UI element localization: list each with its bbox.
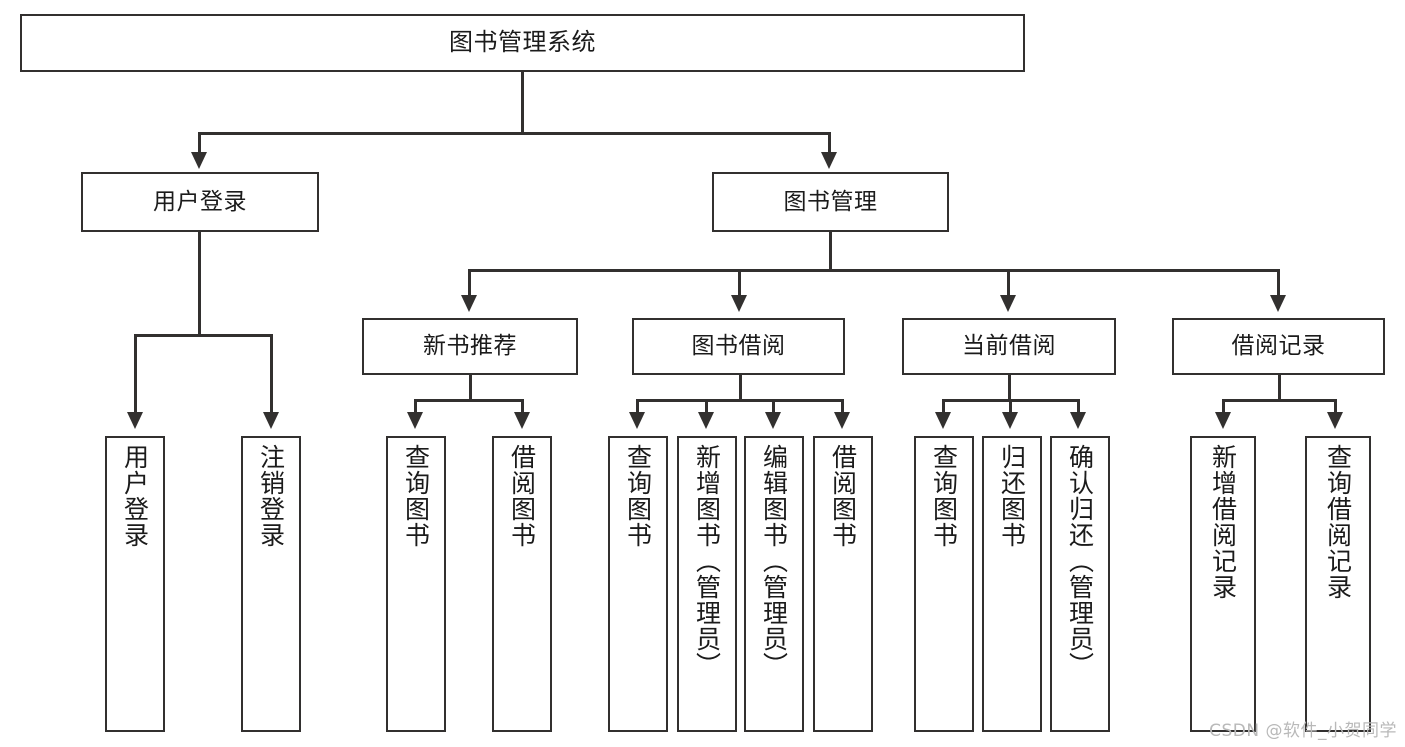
connector-book-borrow-branch-2 (705, 399, 708, 416)
node-label: 借阅图书 (828, 444, 858, 548)
arrowhead-user-login-leaf-2 (263, 412, 279, 429)
connector-book-borrow-bus (636, 399, 844, 402)
node-user-login[interactable]: 用户登录 (81, 172, 319, 232)
connector-borrow-record-branch-2 (1334, 399, 1337, 416)
arrowhead-book-borrow-leaf-3 (765, 412, 781, 429)
arrowhead-book-borrow (731, 295, 747, 312)
arrowhead-current-borrow-leaf-1 (935, 412, 951, 429)
connector-new-book-stem (469, 375, 472, 401)
arrowhead-current-borrow-leaf-3 (1070, 412, 1086, 429)
connector-current-borrow-branch-2 (1009, 399, 1012, 416)
node-label: 注销登录 (256, 444, 286, 548)
connector-book-manage-bus (468, 269, 1280, 272)
connector-book-manage-branch-1 (468, 269, 471, 299)
node-label: 新增图书（管理员） (692, 444, 722, 678)
connector-user-login-stem (198, 232, 201, 336)
node-current-borrow[interactable]: 当前借阅 (902, 318, 1116, 375)
connector-new-book-branch-1 (414, 399, 417, 416)
node-label: 图书管理系统 (449, 28, 596, 57)
leaf-book-borrow-query-book[interactable]: 查询图书 (608, 436, 668, 732)
arrowhead-current-borrow-leaf-2 (1002, 412, 1018, 429)
connector-root-to-user-login (198, 132, 201, 157)
leaf-current-borrow-return-book[interactable]: 归还图书 (982, 436, 1042, 732)
node-label: 当前借阅 (962, 333, 1056, 360)
leaf-user-login-logout[interactable]: 注销登录 (241, 436, 301, 732)
node-new-book-recommend[interactable]: 新书推荐 (362, 318, 578, 375)
node-label: 查询图书 (401, 444, 431, 548)
node-label: 查询图书 (623, 444, 653, 548)
leaf-borrow-record-query-record[interactable]: 查询借阅记录 (1305, 436, 1371, 732)
leaf-book-borrow-edit-book-admin[interactable]: 编辑图书（管理员） (744, 436, 804, 732)
leaf-book-borrow-add-book-admin[interactable]: 新增图书（管理员） (677, 436, 737, 732)
arrowhead-new-book-leaf-2 (514, 412, 530, 429)
arrowhead-borrow-record (1270, 295, 1286, 312)
connector-user-login-branch-2 (270, 334, 273, 416)
leaf-current-borrow-query-book[interactable]: 查询图书 (914, 436, 974, 732)
node-label: 用户登录 (153, 188, 247, 215)
connector-root-bus (198, 132, 831, 135)
connector-borrow-record-stem (1278, 375, 1281, 401)
arrowhead-user-login-leaf-1 (127, 412, 143, 429)
connector-current-borrow-stem (1008, 375, 1011, 401)
node-label: 归还图书 (997, 444, 1027, 548)
connector-root-stem (521, 72, 524, 134)
arrowhead-new-book-recommend (461, 295, 477, 312)
node-borrow-record[interactable]: 借阅记录 (1172, 318, 1385, 375)
node-label: 查询图书 (929, 444, 959, 548)
arrowhead-borrow-record-leaf-1 (1215, 412, 1231, 429)
node-label: 图书借阅 (691, 333, 786, 360)
arrowhead-current-borrow (1000, 295, 1016, 312)
arrowhead-borrow-record-leaf-2 (1327, 412, 1343, 429)
watermark-text: CSDN @软件_小贺同学 (1209, 721, 1397, 741)
connector-current-borrow-branch-3 (1077, 399, 1080, 416)
connector-borrow-record-bus (1222, 399, 1337, 402)
leaf-book-borrow-borrow-book[interactable]: 借阅图书 (813, 436, 873, 732)
connector-book-manage-branch-4 (1277, 269, 1280, 299)
leaf-user-login-login[interactable]: 用户登录 (105, 436, 165, 732)
leaf-new-book-borrow-book[interactable]: 借阅图书 (492, 436, 552, 732)
arrowhead-root-to-book-manage (821, 152, 837, 169)
arrowhead-book-borrow-leaf-4 (834, 412, 850, 429)
node-root-system[interactable]: 图书管理系统 (20, 14, 1025, 72)
connector-book-manage-branch-2 (738, 269, 741, 299)
connector-book-borrow-branch-4 (841, 399, 844, 416)
connector-current-borrow-branch-1 (942, 399, 945, 416)
connector-book-manage-branch-3 (1007, 269, 1010, 299)
node-label: 编辑图书（管理员） (759, 444, 789, 678)
leaf-current-borrow-confirm-return-admin[interactable]: 确认归还（管理员） (1050, 436, 1110, 732)
node-book-borrow[interactable]: 图书借阅 (632, 318, 845, 375)
connector-book-borrow-stem (739, 375, 742, 401)
connector-book-borrow-branch-1 (636, 399, 639, 416)
node-label: 用户登录 (120, 444, 150, 548)
node-label: 查询借阅记录 (1323, 444, 1353, 600)
node-label: 图书管理 (783, 188, 878, 215)
connector-new-book-bus (414, 399, 524, 402)
node-book-management[interactable]: 图书管理 (712, 172, 949, 232)
arrowhead-book-borrow-leaf-1 (629, 412, 645, 429)
node-label: 新增借阅记录 (1208, 444, 1238, 600)
node-label: 新书推荐 (423, 333, 517, 360)
node-label: 借阅记录 (1231, 333, 1326, 360)
arrowhead-root-to-user-login (191, 152, 207, 169)
arrowhead-book-borrow-leaf-2 (698, 412, 714, 429)
node-label: 确认归还（管理员） (1065, 444, 1095, 678)
connector-user-login-branch-1 (134, 334, 137, 416)
arrowhead-new-book-leaf-1 (407, 412, 423, 429)
connector-borrow-record-branch-1 (1222, 399, 1225, 416)
leaf-borrow-record-add-record[interactable]: 新增借阅记录 (1190, 436, 1256, 732)
node-label: 借阅图书 (507, 444, 537, 548)
connector-new-book-branch-2 (521, 399, 524, 416)
connector-root-to-book-manage (828, 132, 831, 157)
connector-book-borrow-branch-3 (772, 399, 775, 416)
leaf-new-book-query-book[interactable]: 查询图书 (386, 436, 446, 732)
connector-book-manage-stem (829, 232, 832, 272)
connector-user-login-bus (134, 334, 273, 337)
